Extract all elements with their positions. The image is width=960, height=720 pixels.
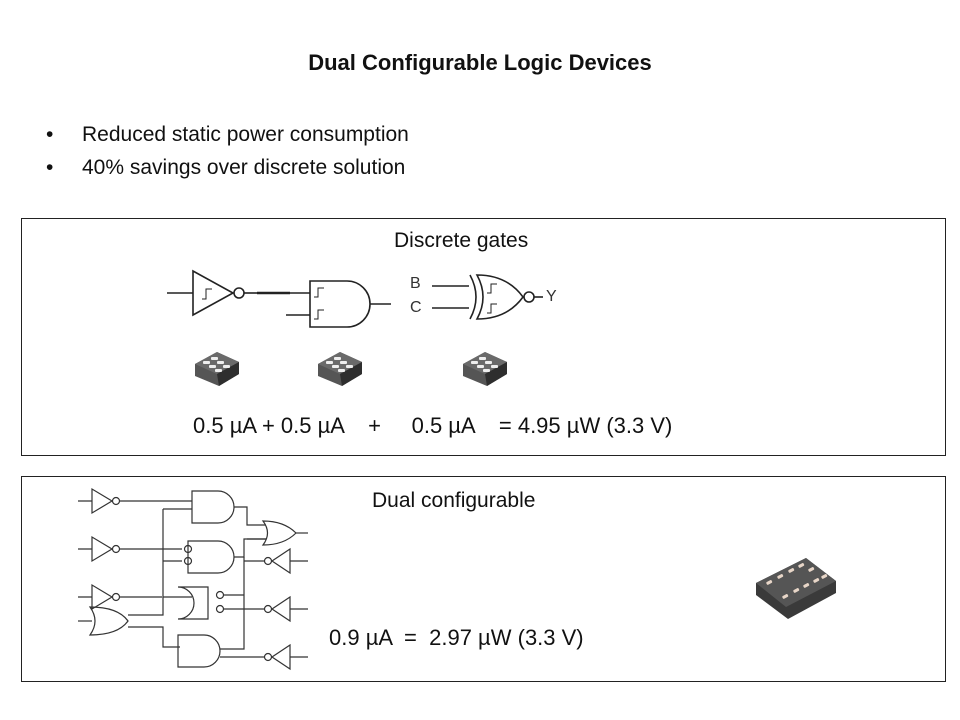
discrete-gates-schematic	[167, 269, 543, 328]
dual-configurable-panel: Dual configurable	[21, 476, 946, 682]
bullet-text: 40% savings over discrete solution	[82, 156, 406, 179]
10-pin-package-icon	[756, 558, 836, 619]
dual-configurable-heading: Dual configurable	[372, 489, 536, 512]
bullet-list: • Reduced static power consumption • 40%…	[46, 118, 409, 184]
configurable-logic-schematic-icon	[78, 487, 308, 671]
6-pin-package-icon	[318, 352, 362, 386]
bullet-marker: •	[46, 156, 54, 179]
input-label-b: B	[410, 275, 421, 292]
configurable-power-formula: 0.9 µA = 2.97 µW (3.3 V)	[329, 625, 584, 650]
bullet-text: Reduced static power consumption	[82, 123, 409, 146]
schmitt-inverter-icon	[167, 269, 290, 317]
discrete-gates-heading: Discrete gates	[394, 229, 529, 252]
bullet-item: • 40% savings over discrete solution	[46, 151, 409, 184]
discrete-gates-panel: Discrete gates	[21, 218, 946, 456]
slide-title: Dual Configurable Logic Devices	[308, 50, 652, 75]
6-pin-package-icon	[195, 352, 239, 386]
discrete-power-formula: 0.5 µA + 0.5 µA + 0.5 µA = 4.95 µW (3.3 …	[193, 413, 673, 438]
output-label-y: Y	[546, 288, 557, 305]
schmitt-and-gate-icon	[286, 280, 391, 328]
6-pin-package-icon	[463, 352, 507, 386]
bullet-marker: •	[46, 123, 54, 146]
schmitt-xnor-gate-icon	[432, 274, 543, 320]
bullet-item: • Reduced static power consumption	[46, 118, 409, 151]
input-label-c: C	[410, 299, 422, 316]
